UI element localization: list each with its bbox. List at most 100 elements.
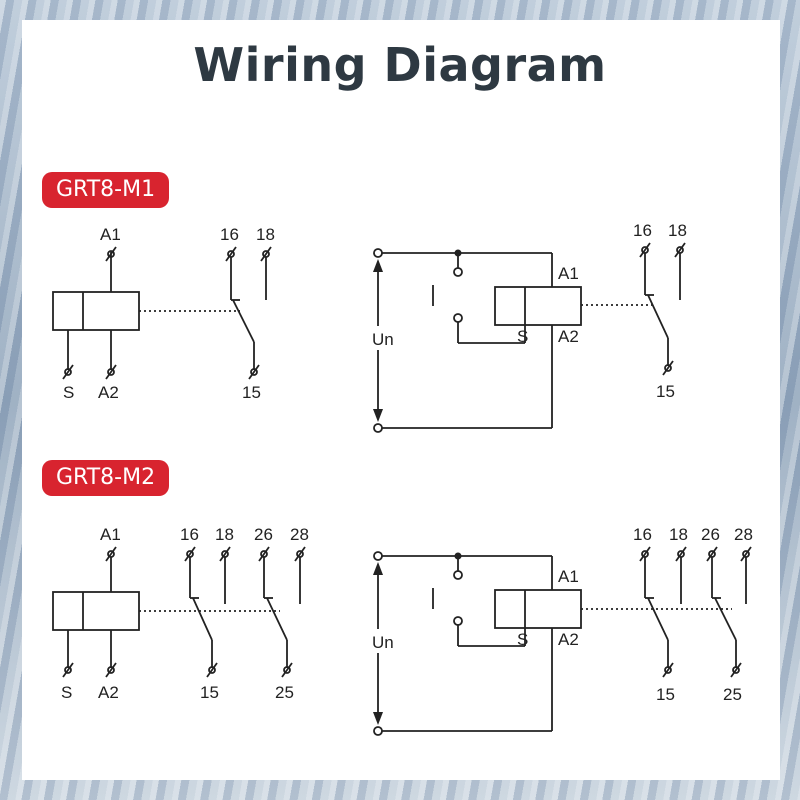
m2-circuit-16-screw <box>639 546 651 562</box>
m1-terminal-schematic: A1 S A2 16 18 15 <box>52 225 275 402</box>
model-badge-grt8-m1: GRT8-M1 <box>42 172 170 208</box>
m1-circuit-18-label: 18 <box>668 221 687 240</box>
m2-circuit-26-label: 26 <box>701 525 720 544</box>
m2-button-contact-top <box>453 570 463 580</box>
m2-circuit-15-label: 15 <box>656 685 675 704</box>
m1-a2-screw <box>105 364 117 380</box>
m2-circuit-25-screw <box>730 662 742 678</box>
m2-circuit-a2-label: A2 <box>558 630 579 649</box>
m1-circuit-18-screw <box>674 242 686 258</box>
m2-contact-blade-2 <box>266 597 288 641</box>
m2-25-terminal <box>283 666 291 674</box>
m2-26-screw <box>258 546 270 562</box>
m1-un-label-bg <box>368 326 400 350</box>
m1-supply-top-terminal <box>373 248 383 258</box>
m1-15-screw <box>248 364 260 380</box>
m2-circuit-25-terminal <box>732 666 740 674</box>
m1-16-screw <box>225 246 237 262</box>
diagram-panel <box>22 20 780 780</box>
m2-28-screw <box>294 546 306 562</box>
m2-16-screw <box>184 546 196 562</box>
m2-15-label: 15 <box>200 683 219 702</box>
m1-un-arrowhead-up <box>373 259 383 272</box>
m1-relay-coil <box>52 291 140 331</box>
m1-a1-label: A1 <box>100 225 121 244</box>
m1-circuit-16-label: 16 <box>633 221 652 240</box>
m2-terminal-schematic: A1 S A2 16 18 15 26 28 <box>52 525 309 702</box>
m1-application-circuit: Un A1 S A2 16 18 15 <box>368 221 687 433</box>
m1-circuit-a2-label: A2 <box>558 327 579 346</box>
m1-circuit-15-terminal <box>664 364 672 372</box>
m1-18-label: 18 <box>256 225 275 244</box>
m2-s-label: S <box>61 683 72 702</box>
m1-circuit-s-label: S <box>517 327 528 346</box>
m2-25-screw <box>281 662 293 678</box>
m1-button-contact-top <box>453 267 463 277</box>
m2-circuit-28-label: 28 <box>734 525 753 544</box>
m2-supply-top-terminal <box>373 551 383 561</box>
m2-relay-coil-circuit <box>494 589 582 629</box>
m1-un-label: Un <box>372 330 394 349</box>
m2-relay-coil <box>52 591 140 631</box>
m1-circuit-16-screw <box>639 242 651 258</box>
m1-button-contact-bottom <box>453 313 463 323</box>
m2-a1-screw <box>105 546 117 562</box>
m1-16-label: 16 <box>220 225 239 244</box>
m1-s-screw <box>62 364 74 380</box>
m2-supply-bottom-terminal <box>373 726 383 736</box>
m2-button-contact-bottom <box>453 616 463 626</box>
m2-s-terminal <box>64 666 72 674</box>
m1-s-label: S <box>63 383 74 402</box>
m2-un-label-bg <box>368 629 400 653</box>
m2-circuit-contact-blade-2 <box>714 597 737 641</box>
m2-un-arrowhead-down <box>373 712 383 725</box>
m2-26-label: 26 <box>254 525 273 544</box>
m2-contact-blade-1 <box>192 597 213 641</box>
m2-circuit-15-terminal <box>664 666 672 674</box>
m2-18-label: 18 <box>215 525 234 544</box>
m2-circuit-s-label: S <box>517 630 528 649</box>
m1-circuit-a1-label: A1 <box>558 264 579 283</box>
m1-supply-bottom-terminal <box>373 423 383 433</box>
m2-a2-terminal <box>107 666 115 674</box>
m1-circuit-contact-blade <box>647 294 669 339</box>
m1-a2-label: A2 <box>98 383 119 402</box>
m2-a2-label: A2 <box>98 683 119 702</box>
m1-a1-terminal <box>107 250 115 258</box>
m2-application-circuit: Un A1 S A2 16 18 15 26 28 <box>368 525 753 736</box>
m2-un-label: Un <box>372 633 394 652</box>
m2-circuit-25-label: 25 <box>723 685 742 704</box>
m1-circuit-15-screw <box>662 360 674 376</box>
m2-circuit-18-screw <box>675 546 687 562</box>
m2-circuit-15-screw <box>662 662 674 678</box>
m2-circuit-contact-blade-1 <box>647 597 669 641</box>
m2-28-label: 28 <box>290 525 309 544</box>
m2-s-screw <box>62 662 74 678</box>
m2-circuit-18-label: 18 <box>669 525 688 544</box>
m1-un-arrowhead-down <box>373 409 383 422</box>
m2-circuit-16-label: 16 <box>633 525 652 544</box>
m1-15-terminal <box>250 368 258 376</box>
m1-a2-terminal <box>107 368 115 376</box>
m2-25-label: 25 <box>275 683 294 702</box>
model-badge-grt8-m2: GRT8-M2 <box>42 460 170 496</box>
m1-15-label: 15 <box>242 383 261 402</box>
m2-15-terminal <box>208 666 216 674</box>
m1-a1-screw <box>105 246 117 262</box>
m1-relay-coil-circuit <box>494 286 582 326</box>
m2-a1-label: A1 <box>100 525 121 544</box>
m1-s-terminal <box>64 368 72 376</box>
m2-16-label: 16 <box>180 525 199 544</box>
m2-circuit-a1-label: A1 <box>558 567 579 586</box>
page-title: Wiring Diagram <box>193 38 607 92</box>
m2-a2-screw <box>105 662 117 678</box>
m2-15-screw <box>206 662 218 678</box>
m2-circuit-28-screw <box>740 546 752 562</box>
m2-circuit-26-screw <box>706 546 718 562</box>
m1-contact-blade <box>232 299 255 343</box>
m1-18-screw <box>260 246 272 262</box>
m1-circuit-15-label: 15 <box>656 382 675 401</box>
m2-un-arrowhead-up <box>373 562 383 575</box>
m2-18-screw <box>219 546 231 562</box>
